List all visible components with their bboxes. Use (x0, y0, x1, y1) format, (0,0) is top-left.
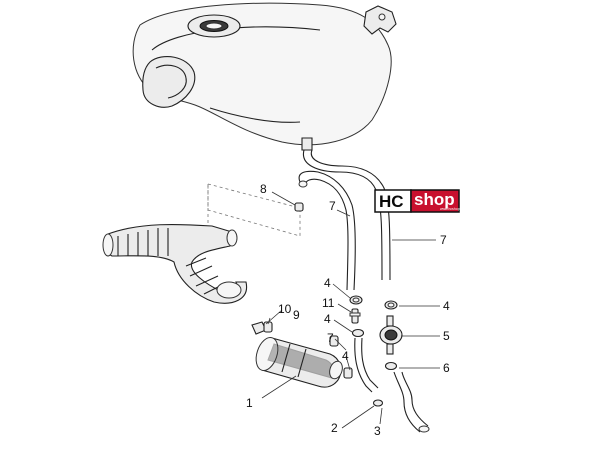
logo-brand-shop: shop (414, 190, 455, 209)
carbon-canister-1 (255, 335, 353, 388)
callout-7-upper-left: 7 (329, 199, 336, 213)
callout-5: 5 (443, 329, 450, 343)
clamp-6 (384, 361, 398, 371)
intake-duct (102, 223, 248, 304)
callout-11: 11 (322, 296, 335, 310)
callout-4-upper: 4 (324, 276, 331, 290)
hose-3 (393, 371, 430, 433)
hose-7-left (298, 170, 356, 291)
callout-3: 3 (374, 424, 381, 438)
leader-lines (261, 191, 440, 429)
reference-box (207, 183, 301, 237)
callout-7-right: 7 (440, 233, 447, 247)
hcshop-logo: HC shop www.hcshop.eu (374, 189, 465, 213)
fitting-11 (349, 308, 361, 324)
clamp-4-a (349, 295, 363, 305)
callout-4-lower: 4 (342, 349, 349, 363)
clamp-4-c (351, 328, 365, 338)
callout-7-lower: 7 (327, 331, 334, 345)
callout-6: 6 (443, 361, 450, 375)
clamp-2 (372, 399, 384, 407)
callout-9: 9 (293, 308, 300, 322)
clip-8 (294, 202, 304, 212)
logo-brand-hc: HC (379, 192, 404, 211)
logo-right-panel (410, 189, 460, 213)
fuel-tank (132, 2, 397, 151)
clamp-4-b (384, 300, 398, 310)
callout-8: 8 (260, 182, 267, 196)
hose-7-lower (354, 337, 379, 393)
callout-labels: 8 7 7 4 4 11 4 5 7 4 6 10 9 1 2 3 (246, 182, 450, 438)
valve-5 (379, 315, 403, 355)
callout-4-right: 4 (443, 299, 450, 313)
logo-tagline: www.hcshop.eu (440, 207, 465, 211)
tank-breather-hose (302, 149, 391, 281)
callout-1: 1 (246, 396, 253, 410)
callout-4-middle: 4 (324, 312, 331, 326)
callout-2: 2 (331, 421, 338, 435)
callout-10: 10 (278, 302, 292, 316)
